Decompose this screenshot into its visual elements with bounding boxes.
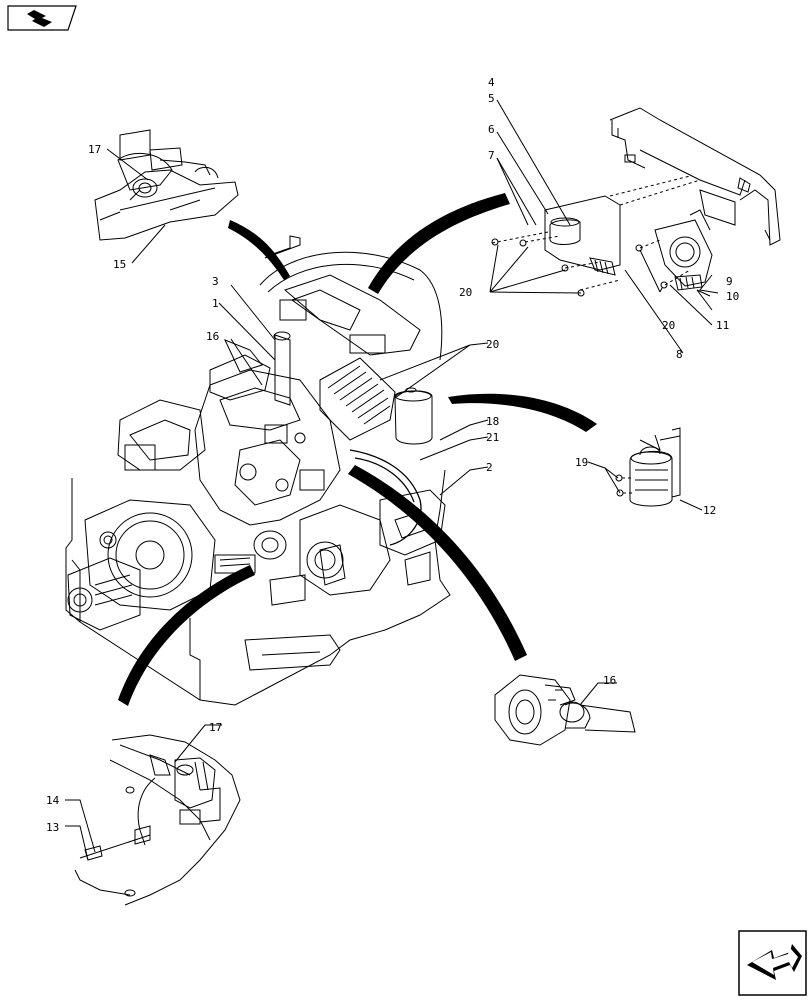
callout-16b: 16: [603, 674, 616, 687]
callout-21: 21: [486, 431, 499, 444]
detail-bottom-left: [74, 734, 241, 906]
callout-11: 11: [716, 319, 729, 332]
callout-10: 10: [726, 290, 739, 303]
callout-9: 9: [726, 275, 733, 288]
callout-labels: 4 5 6 7 20 9 10 20 11 8 20 18 21 2 19 12…: [46, 76, 739, 834]
arrow-top-right: [368, 193, 510, 294]
callout-18: 18: [486, 415, 499, 428]
callout-7: 7: [488, 149, 495, 162]
callout-17b: 17: [209, 721, 222, 734]
leader-lines: [65, 99, 719, 861]
callout-12: 12: [703, 504, 716, 517]
callout-16a: 16: [206, 330, 219, 343]
callout-1: 1: [212, 297, 219, 310]
callout-19: 19: [575, 456, 588, 469]
callout-8: 8: [676, 348, 683, 361]
callout-13: 13: [46, 821, 59, 834]
top-nav-icon[interactable]: [7, 5, 77, 31]
detail-top-right: [491, 107, 781, 297]
callout-20a: 20: [459, 286, 472, 299]
bottom-nav-icon[interactable]: [738, 930, 807, 996]
detail-top-left: [94, 129, 239, 241]
callout-5: 5: [488, 92, 495, 105]
engine-assembly: [65, 235, 451, 706]
callout-6: 6: [488, 123, 495, 136]
arrow-top-left: [228, 220, 290, 280]
detail-lower-right: [494, 674, 636, 746]
arrow-right: [448, 393, 597, 432]
callout-14: 14: [46, 794, 60, 807]
arrow-lower-right: [348, 465, 527, 661]
callout-20c: 20: [486, 338, 499, 351]
arrow-bottom-left: [118, 565, 255, 706]
callout-4: 4: [488, 76, 495, 89]
callout-20b: 20: [662, 319, 675, 332]
detail-right: [615, 427, 681, 507]
callout-17a: 17: [88, 143, 101, 156]
callout-arrows: [118, 193, 597, 706]
callout-2: 2: [486, 461, 493, 474]
callout-3: 3: [212, 275, 219, 288]
callout-15: 15: [113, 258, 126, 271]
